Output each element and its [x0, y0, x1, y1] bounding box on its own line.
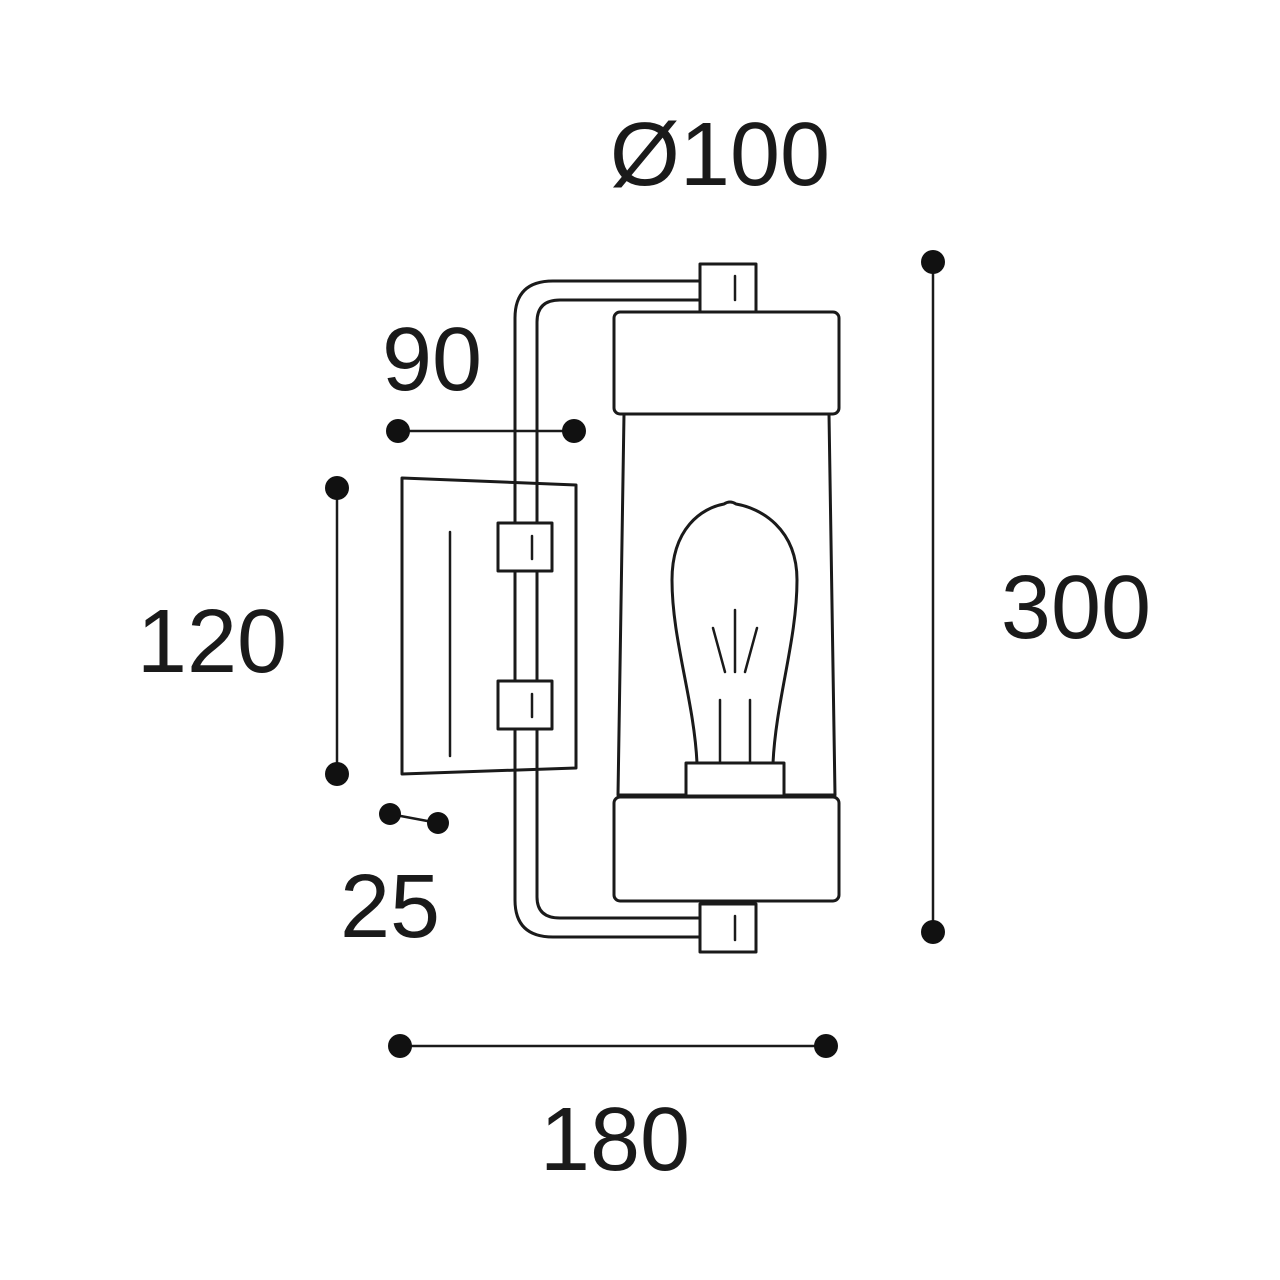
lamp-clamp-bottom — [698, 902, 758, 954]
arm-frame — [513, 279, 702, 939]
depth-top-label: 90 — [382, 310, 482, 410]
dimension-endpoint-dot — [562, 419, 586, 443]
dimension-endpoint-dot — [386, 419, 410, 443]
dimension-endpoint-dot — [921, 250, 945, 274]
total-height-dimension-line — [921, 250, 945, 944]
light-bulb-icon — [670, 500, 799, 798]
total-height-label: 300 — [1001, 558, 1151, 658]
lamp-clamp-top — [698, 262, 758, 314]
dimension-endpoint-dot — [325, 476, 349, 500]
dimension-endpoint-dot — [921, 920, 945, 944]
dimension-endpoint-dot — [814, 1034, 838, 1058]
diameter-label: Ø100 — [610, 105, 830, 205]
lamp-body — [612, 310, 841, 903]
plate-thickness-dimension-line — [379, 803, 449, 834]
total-width-label: 180 — [540, 1090, 690, 1190]
wall-plate — [400, 476, 578, 776]
dimension-endpoint-dot — [388, 1034, 412, 1058]
total-width-dimension-line — [388, 1034, 838, 1058]
dimension-endpoint-dot — [379, 803, 401, 825]
arm-clamp-lower — [496, 679, 554, 731]
dimension-endpoint-dot — [325, 762, 349, 786]
arm-clamp-upper — [496, 521, 554, 573]
depth-top-dimension-line — [386, 419, 586, 443]
plate-thickness-label: 25 — [340, 857, 440, 957]
dimension-endpoint-dot — [427, 812, 449, 834]
plate-height-dimension-line — [325, 476, 349, 786]
plate-height-label: 120 — [137, 592, 287, 692]
